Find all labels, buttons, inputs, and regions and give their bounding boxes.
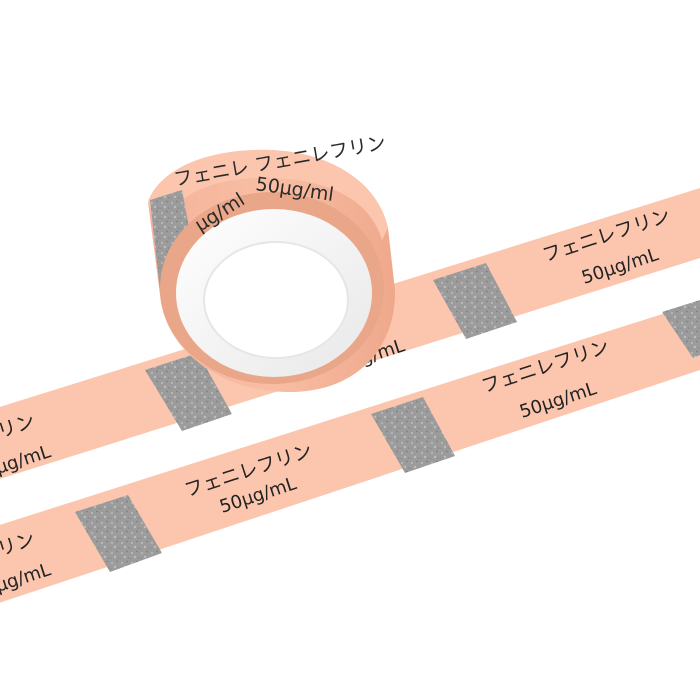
tape-strip-lower: フェニレフリン 50μg/mL フェニレフリン 50μg/mL リン μg/mL bbox=[0, 300, 700, 603]
tape-roll-hole bbox=[203, 241, 349, 359]
gray-segment bbox=[75, 495, 162, 572]
gray-segment bbox=[371, 397, 455, 473]
gray-segment bbox=[662, 300, 700, 358]
gray-segment bbox=[145, 353, 232, 431]
gray-segment bbox=[433, 263, 517, 339]
tape-strip-lower-body bbox=[0, 302, 700, 603]
tape-roll-outer-face bbox=[148, 149, 388, 240]
